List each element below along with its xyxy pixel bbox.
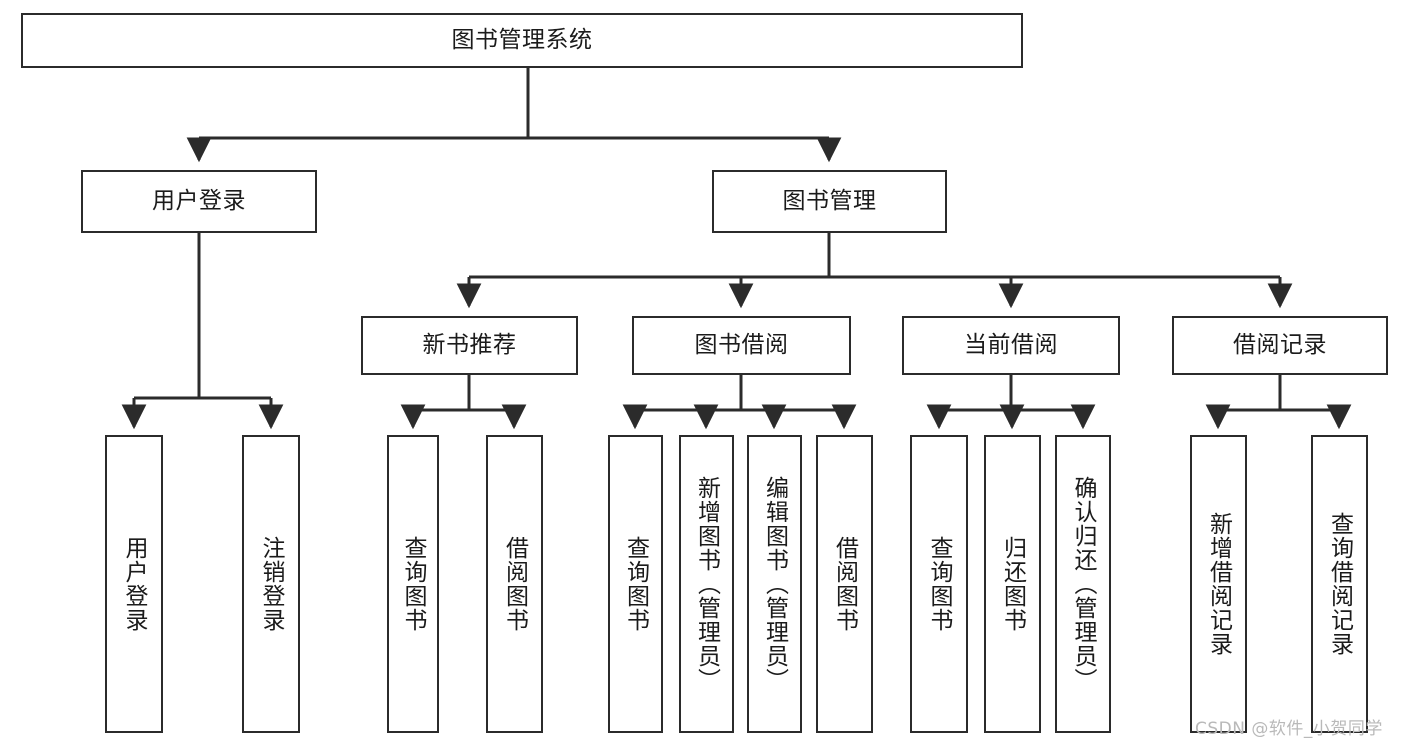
node-leaf-rec-query-book[interactable]: 查询图书 <box>387 435 439 733</box>
node-root[interactable]: 图书管理系统 <box>21 13 1023 68</box>
node-leaf-user-logout[interactable]: 注销登录 <box>242 435 300 733</box>
node-user-login[interactable]: 用户登录 <box>81 170 317 233</box>
node-leaf-cur-confirm-return-label: 确认归还（管理员） <box>1070 476 1097 692</box>
node-leaf-cur-confirm-return[interactable]: 确认归还（管理员） <box>1055 435 1111 733</box>
node-leaf-borrow-query-book-label: 查询图书 <box>622 536 649 632</box>
node-leaf-borrow-add-book-label: 新增图书（管理员） <box>693 476 720 692</box>
node-root-label: 图书管理系统 <box>451 27 593 54</box>
node-leaf-cur-return-book[interactable]: 归还图书 <box>984 435 1041 733</box>
node-book-borrow-label: 图书借阅 <box>694 332 789 359</box>
node-current-borrow-label: 当前借阅 <box>964 332 1058 359</box>
node-current-borrow[interactable]: 当前借阅 <box>902 316 1120 375</box>
node-leaf-cur-return-book-label: 归还图书 <box>999 536 1026 632</box>
node-leaf-user-login-label: 用户登录 <box>121 536 148 632</box>
node-book-manage-label: 图书管理 <box>782 188 877 215</box>
node-book-borrow[interactable]: 图书借阅 <box>632 316 851 375</box>
node-leaf-borrow-borrow-book-label: 借阅图书 <box>831 536 858 632</box>
node-book-manage[interactable]: 图书管理 <box>712 170 947 233</box>
node-leaf-rec-query-book-label: 查询图书 <box>400 536 427 632</box>
node-leaf-user-login[interactable]: 用户登录 <box>105 435 163 733</box>
node-leaf-borrow-query-book[interactable]: 查询图书 <box>608 435 663 733</box>
node-leaf-borrow-edit-book-label: 编辑图书（管理员） <box>761 476 788 692</box>
node-leaf-borrow-edit-book[interactable]: 编辑图书（管理员） <box>747 435 802 733</box>
node-leaf-rec-borrow-book[interactable]: 借阅图书 <box>486 435 543 733</box>
node-leaf-cur-query-book[interactable]: 查询图书 <box>910 435 968 733</box>
node-user-login-label: 用户登录 <box>152 188 246 215</box>
node-leaf-borrow-borrow-book[interactable]: 借阅图书 <box>816 435 873 733</box>
node-leaf-rec-borrow-book-label: 借阅图书 <box>501 536 528 632</box>
node-leaf-user-logout-label: 注销登录 <box>258 536 285 632</box>
node-leaf-rec-query-record-label: 查询借阅记录 <box>1326 512 1353 656</box>
node-borrow-record[interactable]: 借阅记录 <box>1172 316 1388 375</box>
node-new-book-rec-label: 新书推荐 <box>422 332 517 359</box>
node-leaf-rec-query-record[interactable]: 查询借阅记录 <box>1311 435 1368 733</box>
node-leaf-borrow-add-book[interactable]: 新增图书（管理员） <box>679 435 734 733</box>
node-borrow-record-label: 借阅记录 <box>1233 332 1327 359</box>
node-leaf-rec-add-record-label: 新增借阅记录 <box>1205 512 1232 656</box>
node-new-book-rec[interactable]: 新书推荐 <box>361 316 578 375</box>
node-leaf-rec-add-record[interactable]: 新增借阅记录 <box>1190 435 1247 733</box>
node-leaf-cur-query-book-label: 查询图书 <box>926 536 953 632</box>
